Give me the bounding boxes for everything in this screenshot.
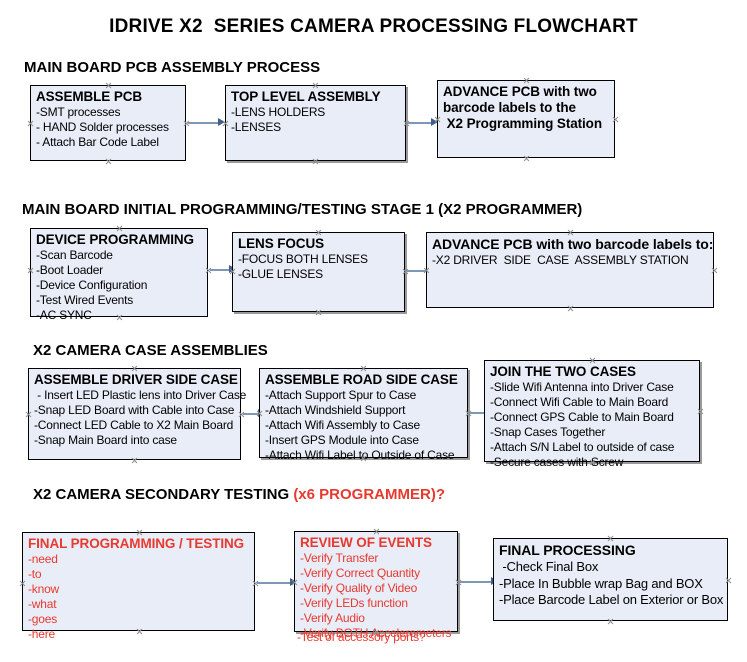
node-title: ADVANCE PCB with two barcode labels to: [432, 236, 714, 252]
node-line: - Insert LED Plastic lens into Driver Ca… [34, 388, 247, 402]
node-line: -Insert GPS Module into Case [265, 433, 419, 447]
node-line: -Device Configuration [36, 278, 148, 292]
node-line: -Connect LED Cable to X2 Main Board [34, 418, 234, 432]
node-line: -here [28, 627, 56, 641]
node-assemble-road-side-case[interactable]: ASSEMBLE ROAD SIDE CASE -Attach Support … [259, 368, 468, 462]
node-title: ADVANCE PCB with two [443, 84, 597, 99]
node-advance-pcb-to-driver-side-case[interactable]: ADVANCE PCB with two barcode labels to: … [426, 232, 714, 308]
node-line: -Secure cases with Screw [490, 455, 624, 469]
page-title: IDRIVE X2 SERIES CAMERA PROCESSING FLOWC… [109, 16, 638, 37]
node-line: -Boot Loader [36, 263, 103, 277]
node-line: -Verify Quality of Video [300, 581, 418, 595]
node-line: -Snap Main Board into case [34, 433, 177, 447]
section-heading-accent: (x6 PROGRAMMER)? [293, 486, 445, 503]
node-top-level-assembly[interactable]: TOP LEVEL ASSEMBLY -LENS HOLDERS -LENSES [225, 85, 406, 161]
node-title: FINAL PROGRAMMING / TESTING [28, 536, 245, 551]
node-line: -know [28, 582, 60, 596]
connector-arrow-final-programming-to-review-of-events [257, 578, 297, 587]
connector-arrow-top-level-assembly-to-advance-pcb [408, 118, 438, 127]
node-line: -Snap LED Board with Cable into Case [34, 403, 235, 417]
node-line: -GLUE LENSES [238, 267, 323, 281]
node-title: FINAL PROCESSING [499, 542, 636, 558]
node-line: - Attach Bar Code Label [36, 135, 159, 149]
node-line: -Place Barcode Label on Exterior or Box [499, 592, 724, 607]
node-overflow-line-review-of-events: -Test of accessory ports? [297, 630, 426, 644]
node-line: -Attach Wifi Label to Outside of Case [265, 448, 455, 462]
node-assemble-pcb[interactable]: ASSEMBLE PCB -SMT processes - HAND Solde… [30, 85, 186, 161]
node-line: -to [28, 567, 42, 581]
node-title: TOP LEVEL ASSEMBLY [231, 89, 381, 104]
node-join-the-two-cases[interactable]: JOIN THE TWO CASES -Slide Wifi Antenna i… [484, 360, 700, 469]
node-line: -what [28, 597, 57, 611]
connector-arrow-assemble-pcb-to-top-level-assembly [188, 118, 225, 127]
node-line: -AC SYNC [36, 308, 92, 322]
node-review-of-events[interactable]: REVIEW OF EVENTS -Verify Transfer -Verif… [294, 531, 458, 640]
section-heading-main-board-pcb-assembly: MAIN BOARD PCB ASSEMBLY PROCESS [24, 59, 321, 76]
node-line: -Test Wired Events [36, 293, 134, 307]
node-line: - HAND Solder processes [36, 120, 169, 134]
section-heading-text: X2 CAMERA SECONDARY TESTING [33, 486, 294, 503]
node-line: -Check Final Box [499, 559, 599, 574]
node-line: -Connect Wifi Cable to Main Board [490, 395, 669, 409]
node-line: -Attach S/N Label to outside of case [490, 440, 675, 454]
node-line: -LENSES [231, 120, 281, 134]
node-final-programming-testing[interactable]: FINAL PROGRAMMING / TESTING -need -to -k… [22, 532, 255, 641]
node-line: -Verify Audio [300, 611, 365, 625]
node-title: DEVICE PROGRAMMING [36, 232, 194, 247]
node-line: -SMT processes [36, 105, 121, 119]
node-line: -FOCUS BOTH LENSES [238, 252, 368, 266]
node-line: -Verify Transfer [300, 551, 379, 565]
node-line: -Snap Cases Together [490, 425, 606, 439]
node-title: ASSEMBLE PCB [36, 89, 143, 104]
node-line: -Place In Bubble wrap Bag and BOX [499, 575, 703, 591]
node-line: -goes [28, 612, 58, 626]
node-line: -LENS HOLDERS [231, 105, 326, 119]
node-line: -Attach Windshield Support [265, 403, 406, 417]
section-heading-x2-camera-case-assemblies: X2 CAMERA CASE ASSEMBLIES [33, 342, 268, 359]
node-lens-focus[interactable]: LENS FOCUS -FOCUS BOTH LENSES -GLUE LENS… [232, 232, 405, 312]
node-line: -Slide Wifi Antenna into Driver Case [490, 380, 674, 394]
node-title: LENS FOCUS [238, 236, 325, 251]
node-assemble-driver-side-case[interactable]: ASSEMBLE DRIVER SIDE CASE - Insert LED P… [28, 368, 247, 460]
node-title-line-2: barcode labels to the [443, 100, 576, 115]
node-title-line-3: X2 Programming Station [443, 116, 602, 131]
node-line: -need [28, 552, 58, 566]
node-title: REVIEW OF EVENTS [300, 535, 432, 550]
node-advance-pcb-to-programming-station[interactable]: ADVANCE PCB with two barcode labels to t… [437, 80, 615, 158]
node-device-programming[interactable]: DEVICE PROGRAMMING -Scan Barcode -Boot L… [30, 228, 208, 322]
node-title: ASSEMBLE ROAD SIDE CASE [265, 372, 458, 387]
node-title: JOIN THE TWO CASES [490, 364, 636, 379]
node-line: -Verify Correct Quantity [300, 566, 420, 580]
section-heading-x2-camera-secondary-testing: X2 CAMERA SECONDARY TESTING (x6 PROGRAMM… [33, 486, 445, 503]
section-heading-main-board-initial-programming: MAIN BOARD INITIAL PROGRAMMING/TESTING S… [22, 201, 583, 218]
node-line: -Scan Barcode [36, 248, 113, 262]
node-line: -Attach Support Spur to Case [265, 388, 417, 402]
node-line: -Connect GPS Cable to Main Board [490, 410, 674, 424]
node-final-processing[interactable]: FINAL PROCESSING -Check Final Box -Place… [493, 538, 728, 621]
node-line: -Attach Wifi Assembly to Case [265, 418, 420, 432]
node-line: -Verify BOTH Accelerometers [300, 626, 452, 640]
node-line: -Verify LEDs function [300, 596, 408, 610]
node-line: -X2 DRIVER SIDE CASE ASSEMBLY STATION [432, 253, 689, 267]
node-title: ASSEMBLE DRIVER SIDE CASE [34, 372, 238, 387]
